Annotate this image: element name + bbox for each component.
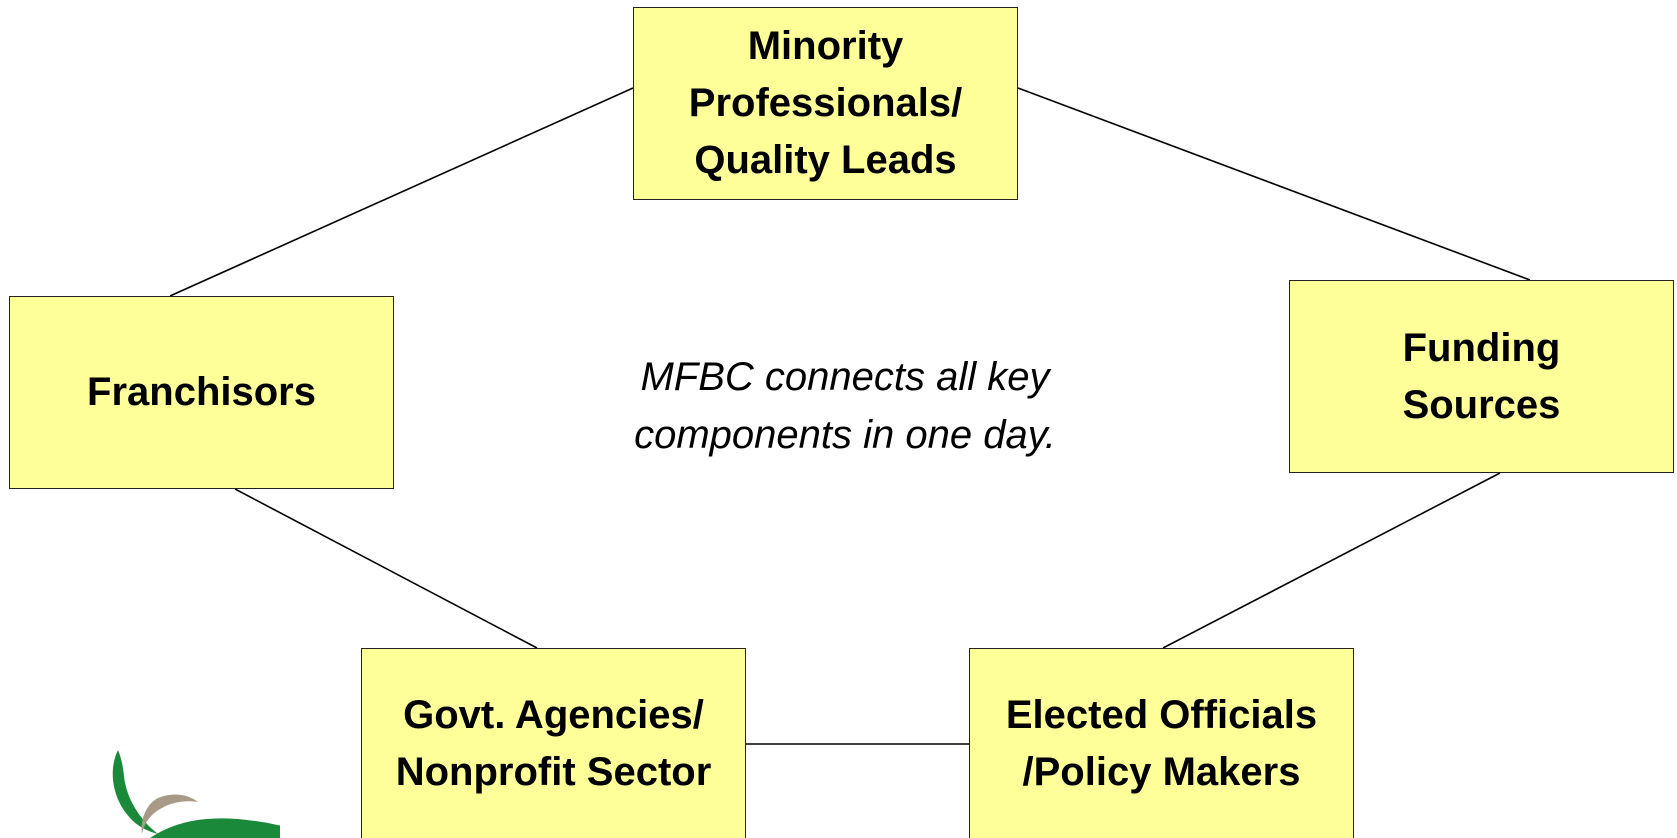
leaf-logo-icon bbox=[0, 740, 280, 838]
node-funding-sources: Funding Sources bbox=[1289, 280, 1674, 473]
edge-franchisors-minority bbox=[169, 87, 634, 297]
node-franchisors-label: Franchisors bbox=[87, 370, 316, 414]
node-govt-label: Govt. Agencies/ Nonprofit Sector bbox=[395, 693, 712, 794]
node-minority-professionals: Minority Professionals/ Quality Leads bbox=[633, 7, 1018, 200]
center-caption: MFBC connects all key components in one … bbox=[634, 355, 1056, 457]
node-minority-label: Minority Professionals/ Quality Leads bbox=[688, 24, 963, 182]
node-elected-label: Elected Officials /Policy Makers bbox=[1005, 693, 1318, 794]
node-franchisors: Franchisors bbox=[9, 296, 394, 489]
edge-franchisors-govt bbox=[234, 488, 538, 649]
node-elected-officials: Elected Officials /Policy Makers bbox=[969, 648, 1354, 838]
node-govt-agencies: Govt. Agencies/ Nonprofit Sector bbox=[361, 648, 746, 838]
edge-funding-elected bbox=[1162, 472, 1501, 649]
node-funding-label: Funding Sources bbox=[1402, 325, 1561, 427]
edge-minority-funding bbox=[1017, 87, 1531, 281]
